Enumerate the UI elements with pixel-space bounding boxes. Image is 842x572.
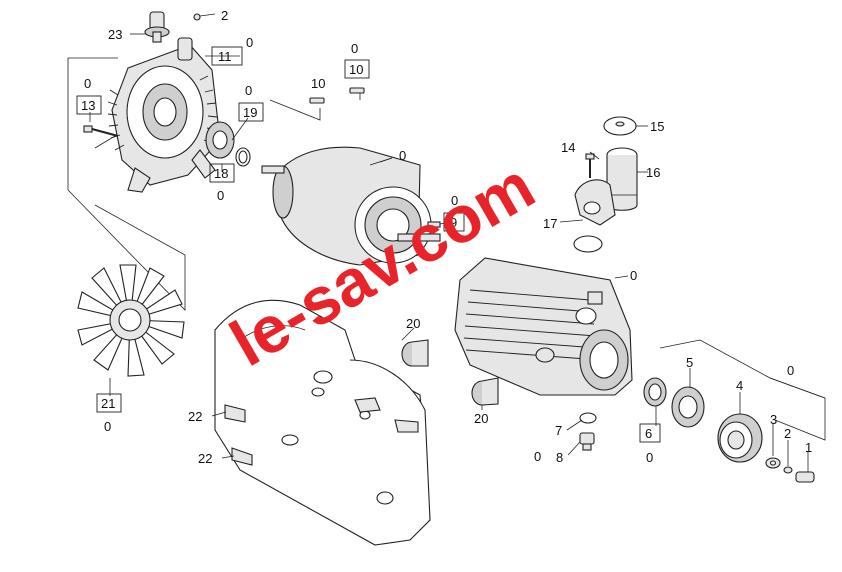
part-21-fan	[77, 264, 185, 377]
label-17: 17	[543, 216, 557, 231]
part-18-ring	[235, 147, 251, 167]
label-0-e: 0	[351, 41, 358, 56]
label-0-g: 0	[451, 193, 458, 208]
part-20-filter-b	[471, 377, 499, 406]
part-5-bearing	[671, 386, 705, 428]
part-15-cap	[603, 116, 637, 136]
label-0-j: 0	[787, 363, 794, 378]
label-0-c: 0	[245, 83, 252, 98]
part-9-key	[427, 221, 441, 228]
label-5: 5	[686, 355, 693, 370]
label-14: 14	[561, 140, 575, 155]
label-11: 11	[218, 49, 232, 64]
label-15: 15	[650, 119, 664, 134]
part-10-pins	[309, 87, 365, 104]
label-16: 16	[646, 165, 660, 180]
part-17-housing	[574, 179, 616, 226]
leader-lines	[89, 13, 809, 472]
label-0-h: 0	[630, 268, 637, 283]
part-13-screw	[83, 125, 119, 137]
label-0-a: 0	[246, 35, 253, 50]
label-boxes	[76, 46, 661, 443]
motor	[261, 146, 441, 266]
label-9: 9	[450, 215, 457, 230]
label-21: 21	[101, 396, 115, 411]
label-4: 4	[736, 378, 743, 393]
part-11-end-shield	[107, 37, 221, 193]
part-1-bolt	[795, 471, 815, 483]
label-1: 1	[805, 440, 812, 455]
part-23-fitting	[144, 11, 170, 43]
label-0-f: 0	[399, 148, 406, 163]
part-14-screw	[585, 153, 595, 178]
label-2: 2	[784, 426, 791, 441]
label-6: 6	[645, 426, 652, 441]
part-2-screw-top	[193, 13, 201, 21]
label-19: 19	[243, 105, 257, 120]
label-10-b: 10	[349, 62, 363, 77]
part-20-filter-a	[401, 339, 429, 367]
guide-lines	[67, 57, 826, 441]
label-20-a: 20	[406, 316, 420, 331]
label-0-l: 0	[534, 449, 541, 464]
o-ring	[573, 235, 603, 253]
label-22-a: 22	[188, 409, 202, 424]
label-0-b: 0	[84, 76, 91, 91]
part-labels: 23 2 0 11 0 13 0 19 18 0 10 0 10 0 14 15…	[81, 8, 812, 466]
pump-housing	[454, 257, 633, 396]
part-6-seal	[643, 377, 667, 407]
part-3-washer	[765, 457, 781, 469]
label-2-top: 2	[221, 8, 228, 23]
part-4-pulley	[717, 413, 763, 463]
label-13: 13	[81, 98, 95, 113]
label-22-b: 22	[198, 451, 212, 466]
label-8: 8	[556, 450, 563, 465]
label-0-i: 0	[104, 419, 111, 434]
label-0-d: 0	[217, 188, 224, 203]
label-10-a: 10	[311, 76, 325, 91]
label-20-b: 20	[474, 411, 488, 426]
part-19-bearing	[205, 121, 235, 159]
label-3: 3	[770, 412, 777, 427]
label-0-k: 0	[646, 450, 653, 465]
label-23: 23	[108, 27, 122, 42]
part-22-shroud	[214, 299, 431, 546]
part-7-oring	[579, 412, 597, 424]
part-2-washer	[783, 466, 793, 474]
part-8-plug	[579, 432, 595, 451]
label-18: 18	[214, 166, 228, 181]
label-7: 7	[555, 423, 562, 438]
